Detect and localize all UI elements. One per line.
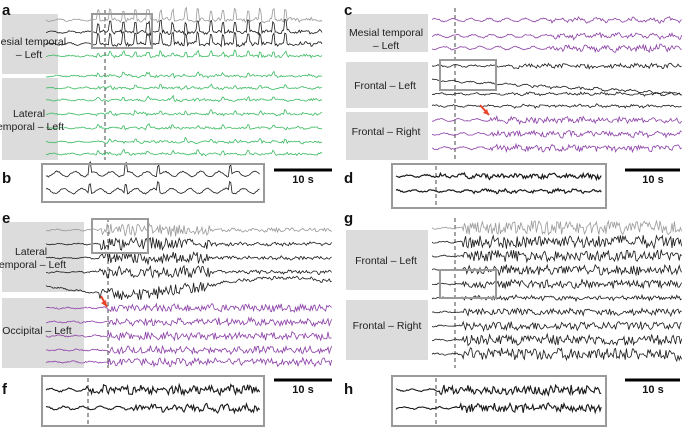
trace-e-lateral-1 [45, 236, 332, 251]
trace-g-frontal-right-2 [431, 320, 682, 333]
trace-c-mesial-2 [431, 43, 682, 54]
region-label-c-mesial-line1: Mesial temporal [349, 27, 423, 39]
trace-a-lateral-4 [45, 123, 323, 131]
trace-e-lateral-3 [46, 264, 332, 279]
region-label-e-lateral-line2: temporal – Left [0, 259, 66, 271]
trace-f-0 [45, 382, 261, 397]
trace-e-lateral-2 [45, 251, 332, 265]
region-label-e-occipital: Occipital – Left [2, 325, 72, 337]
trace-g-frontal-left-1 [431, 234, 682, 250]
inset-box-e [91, 218, 149, 254]
region-label-a-mesial-line2: – Left [16, 49, 42, 61]
trace-c-frontal-left-2 [431, 91, 682, 97]
region-label-e-lateral-line1: Lateral [15, 246, 47, 258]
panel-letter-b: b [2, 170, 11, 187]
trace-g-frontal-right-1 [431, 307, 682, 318]
label-bg-c-mesial [346, 14, 428, 52]
trace-g-frontal-left-4 [431, 278, 682, 290]
trace-c-mesial-0 [431, 16, 682, 24]
trace-e-lateral-4 [45, 275, 332, 300]
trace-e-occipital-4 [45, 356, 332, 368]
label-bg-g-frontal-right [346, 300, 428, 360]
scale-bar-label-b: 10 s [292, 174, 313, 186]
trace-c-frontal-right-1 [431, 129, 682, 139]
trace-g-frontal-right-0 [431, 293, 682, 303]
trace-c-frontal-right-0 [431, 115, 682, 126]
region-label-g-frontal-left: Frontal – Left [355, 255, 417, 267]
inset-frame-f [41, 375, 265, 427]
trace-g-frontal-right-4 [431, 347, 682, 363]
trace-f-1 [45, 401, 261, 415]
trace-a-lateral-0 [45, 70, 323, 79]
region-label-g-frontal-right: Frontal – Right [353, 320, 422, 332]
trace-b-0 [45, 161, 260, 178]
inset-box-a [91, 13, 153, 49]
inset-boxes [41, 13, 607, 427]
trace-h-1 [395, 401, 602, 415]
region-label-a-mesial-line1: Mesial temporal [0, 36, 66, 48]
trace-c-frontal-right-2 [431, 142, 682, 154]
inset-frame-d [391, 163, 607, 209]
trace-c-frontal-left-0 [431, 62, 682, 70]
arrowhead-icon-e [101, 300, 107, 307]
trace-a-lateral-3 [45, 108, 323, 117]
scale-bar-label-d: 10 s [642, 174, 663, 186]
trace-e-occipital-2 [45, 330, 332, 342]
trace-e-lateral-0 [45, 222, 332, 238]
scale-bar-label-h: 10 s [642, 384, 663, 396]
region-label-c-frontal-left: Frontal – Left [354, 80, 416, 92]
trace-c-mesial-1 [431, 31, 682, 41]
region-label-a-lateral-line2: temporal – Left [0, 121, 64, 133]
label-bg-c-frontal-right [346, 112, 428, 160]
label-bg-c-frontal-left [346, 62, 428, 108]
trace-a-lateral-2 [45, 94, 323, 103]
eeg-traces [45, 6, 682, 424]
label-backgrounds [2, 14, 428, 368]
panel-letter-c: c [344, 2, 352, 19]
panel-letter-h: h [344, 381, 353, 398]
panel-letter-g: g [344, 210, 353, 227]
trace-d-1 [395, 187, 602, 195]
label-bg-e-occipital [2, 298, 84, 368]
panel-letter-d: d [344, 170, 353, 187]
panel-letter-e: e [2, 210, 10, 227]
trace-b-1 [45, 180, 260, 195]
label-bg-g-frontal-left [346, 230, 428, 290]
trace-e-occipital-0 [45, 302, 332, 313]
trace-h-0 [395, 383, 602, 397]
trace-g-frontal-left-2 [431, 249, 682, 264]
region-label-c-mesial-line2: – Left [373, 40, 399, 52]
trace-e-occipital-1 [45, 316, 332, 328]
trace-a-lateral-1 [45, 83, 322, 91]
trace-e-occipital-3 [45, 344, 332, 356]
label-bg-a-mesial [2, 14, 58, 74]
region-label-a-lateral-line1: Lateral [13, 108, 45, 120]
trace-g-frontal-right-3 [431, 332, 682, 347]
trace-g-frontal-left-0 [431, 219, 682, 236]
inset-frame-b [41, 163, 265, 203]
trace-c-frontal-left-3 [431, 103, 682, 110]
region-label-c-frontal-right: Frontal – Right [352, 126, 421, 138]
trace-d-0 [395, 171, 602, 182]
scale-bar-label-f: 10 s [292, 384, 313, 396]
label-bg-a-lateral [2, 78, 58, 160]
trace-a-mesial-0 [45, 6, 323, 24]
inset-box-g [439, 269, 497, 299]
inset-frame-h [391, 375, 607, 427]
trace-c-frontal-left-1 [431, 78, 682, 96]
label-bg-e-lateral [2, 222, 84, 292]
panel-letter-f: f [2, 381, 8, 398]
panel-letter-a: a [2, 2, 11, 19]
trace-a-lateral-6 [45, 148, 323, 157]
trace-a-lateral-5 [45, 136, 323, 145]
trace-a-mesial-1 [45, 18, 323, 37]
inset-box-c [439, 59, 497, 91]
trace-a-mesial-green [45, 49, 323, 59]
arrowhead-icon-c [483, 109, 489, 115]
